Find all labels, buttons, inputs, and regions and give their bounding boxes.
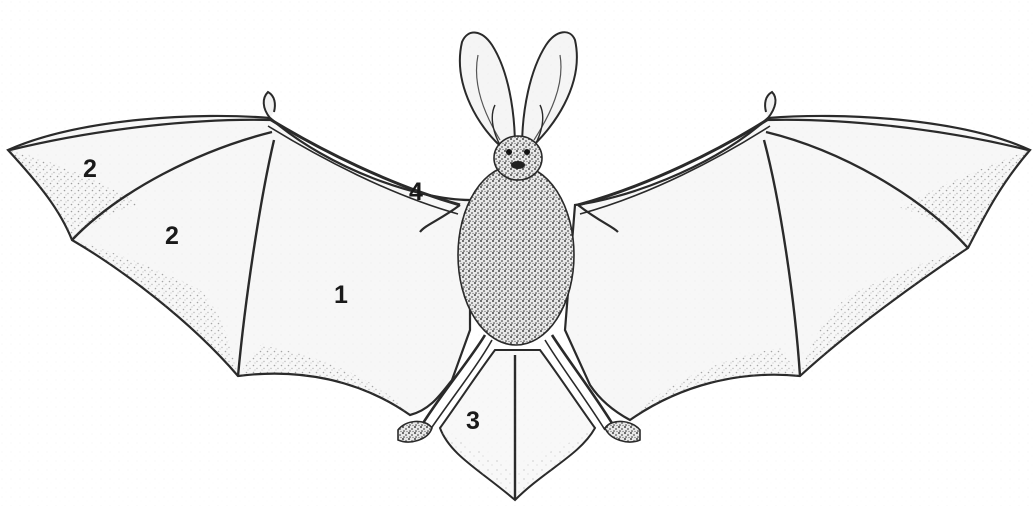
label-inner-wing: 1 (334, 283, 348, 308)
label-tail-membrane: 3 (466, 409, 480, 434)
label-forearm: 4 (409, 180, 423, 205)
label-upper-wing-tip: 2 (83, 157, 97, 182)
label-mid-wing: 2 (165, 224, 179, 249)
